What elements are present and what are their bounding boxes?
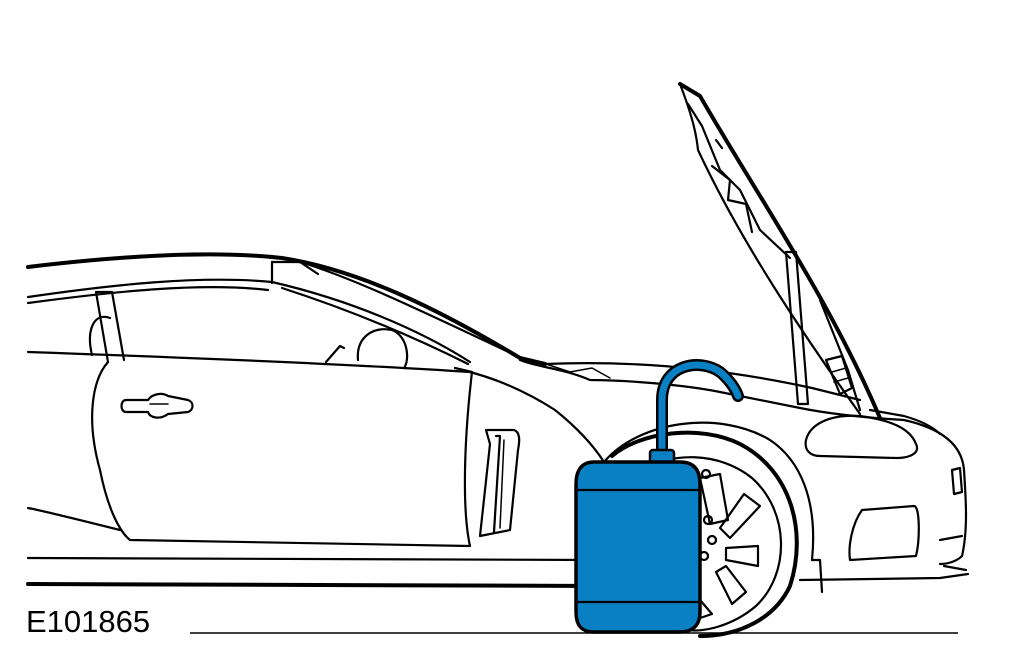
container-body <box>574 460 702 634</box>
door <box>91 360 474 548</box>
figure-id-label: E101865 <box>26 604 150 639</box>
beltline <box>26 350 472 374</box>
side-vent <box>478 428 521 538</box>
wheel-arch <box>602 421 815 562</box>
car-side-icon <box>26 82 970 638</box>
front-fender <box>468 370 606 464</box>
fluid-container-icon <box>574 359 744 634</box>
door-handle-icon <box>120 392 194 419</box>
sill-lower <box>26 582 602 588</box>
lower-intake <box>848 504 920 562</box>
b-pillar <box>94 290 126 364</box>
seat-headrest <box>88 315 112 357</box>
front-wheel-icon <box>610 430 799 638</box>
a-pillar <box>270 260 532 364</box>
bonnet-strut <box>784 250 810 406</box>
open-bonnet <box>678 82 882 420</box>
sill-upper <box>26 506 122 532</box>
roof-line <box>26 252 547 366</box>
